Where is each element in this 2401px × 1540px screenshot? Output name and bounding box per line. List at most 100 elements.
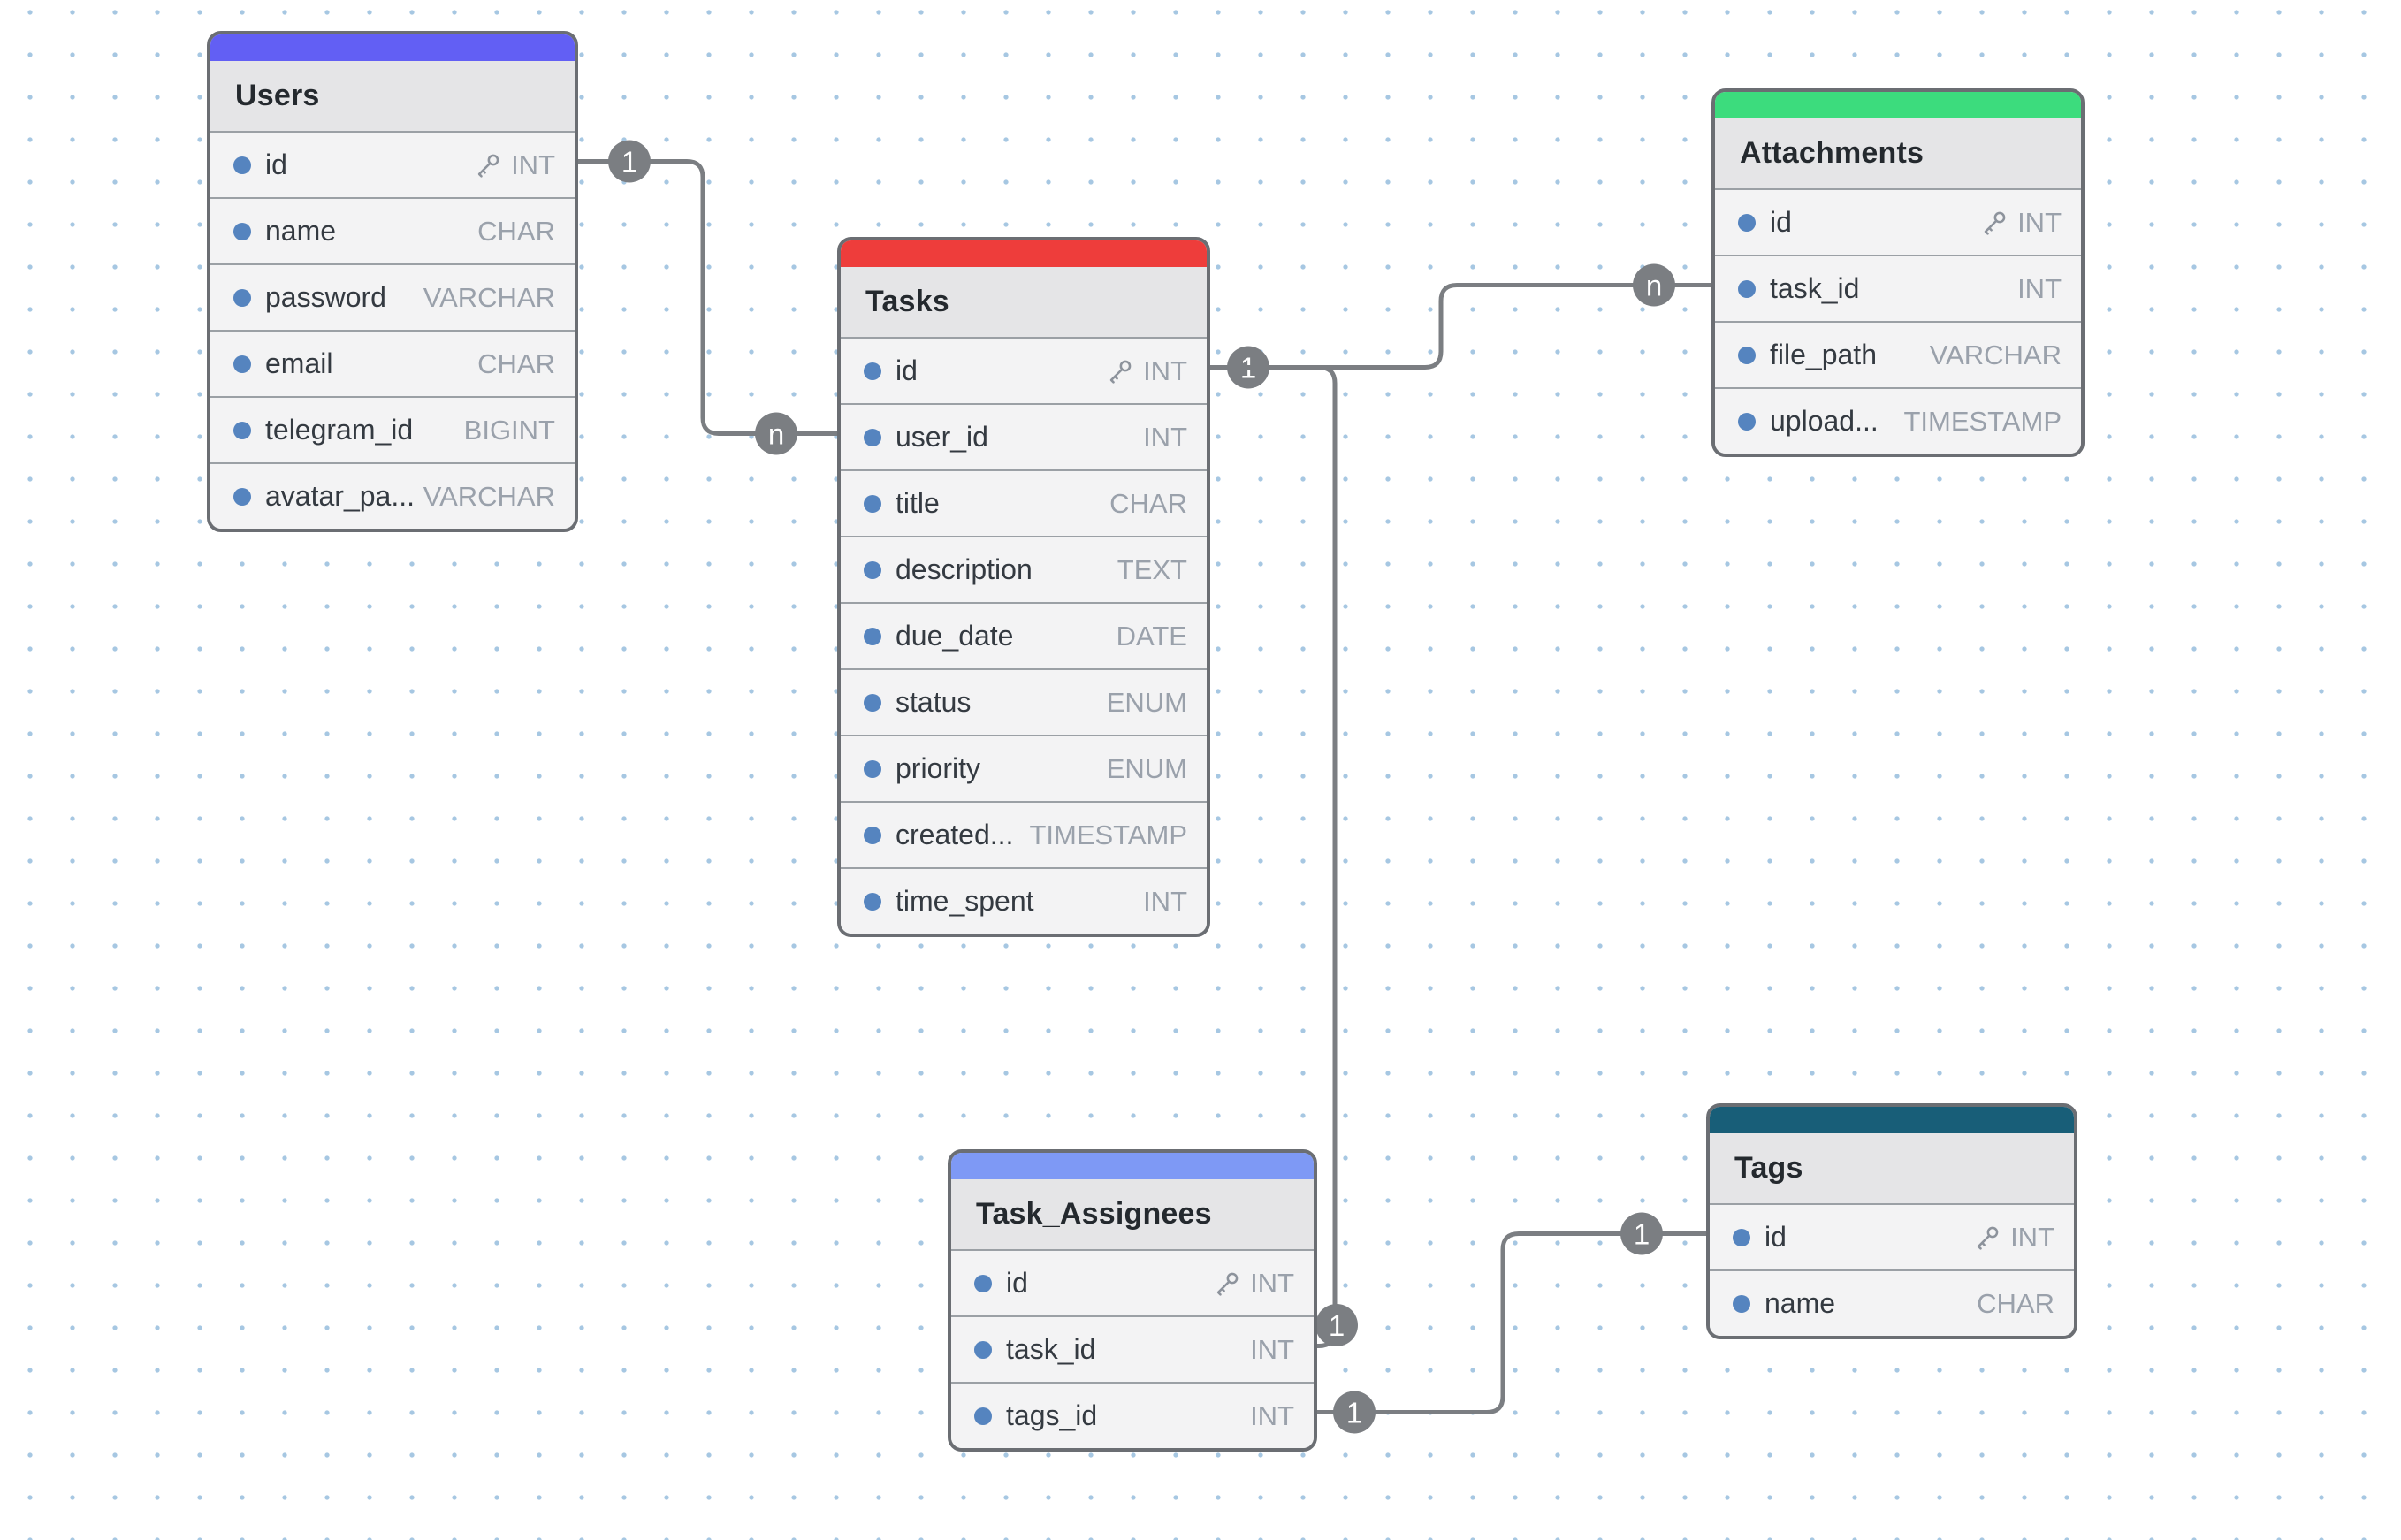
- field-row: avatar_pa...VARCHAR: [210, 462, 575, 529]
- cardinality-label: n: [1646, 269, 1662, 301]
- field-name: id: [1770, 206, 1792, 238]
- field-type: TIMESTAMP: [1903, 405, 2062, 437]
- field-type: INT: [1250, 1333, 1294, 1365]
- cardinality-badge: n: [1633, 263, 1675, 307]
- field-name: status: [896, 686, 972, 718]
- cardinality-bubble: [608, 140, 651, 183]
- field-dot-icon: [233, 156, 251, 174]
- table-title: Attachments: [1740, 136, 1925, 170]
- table-header: Task_Assignees: [951, 1179, 1314, 1249]
- table-accent-bar: [1710, 1107, 2074, 1133]
- field-name: title: [896, 487, 940, 519]
- field-name: due_date: [896, 620, 1014, 652]
- cardinality-bubble: [1633, 263, 1675, 307]
- field-type: INT: [2017, 206, 2062, 238]
- field-dot-icon: [864, 759, 881, 778]
- field-type: CHAR: [1109, 487, 1187, 519]
- cardinality-label: 1: [1329, 1309, 1345, 1342]
- field-name: name: [265, 215, 337, 247]
- relationship-line[interactable]: [1210, 283, 1711, 370]
- field-name: email: [265, 347, 333, 379]
- field-type: VARCHAR: [1929, 339, 2062, 370]
- field-type: INT: [1250, 1399, 1294, 1431]
- field-row: email CHAR: [210, 330, 575, 396]
- field-dot-icon: [1738, 213, 1756, 232]
- field-dot-icon: [233, 355, 251, 373]
- table-header: Tasks: [841, 267, 1207, 337]
- field-type: CHAR: [477, 347, 555, 379]
- field-type: INT: [1143, 421, 1187, 453]
- field-dot-icon: [864, 693, 881, 712]
- table-accent-bar: [210, 34, 575, 61]
- field-type: ENUM: [1106, 686, 1187, 718]
- field-name: time_spent: [896, 885, 1034, 917]
- field-type: INT: [1250, 1267, 1294, 1299]
- field-type: BIGINT: [463, 414, 555, 446]
- field-dot-icon: [1738, 279, 1756, 298]
- table-header: Attachments: [1715, 118, 2081, 188]
- field-dot-icon: [233, 288, 251, 307]
- field-type: INT: [2010, 1221, 2054, 1253]
- field-row: id INT: [841, 337, 1207, 403]
- field-type: CHAR: [1977, 1287, 2054, 1319]
- field-dot-icon: [233, 487, 251, 506]
- cardinality-bubble: [755, 412, 797, 455]
- relationship-line[interactable]: [1317, 1231, 1706, 1414]
- field-row: description TEXT: [841, 536, 1207, 602]
- field-row: id INT: [1715, 188, 2081, 255]
- primary-key-icon: [473, 150, 503, 180]
- cardinality-badge: 1: [608, 140, 651, 183]
- primary-key-icon: [1979, 208, 2009, 238]
- field-name: user_id: [896, 421, 988, 453]
- field-dot-icon: [1733, 1228, 1750, 1246]
- field-dot-icon: [864, 362, 881, 380]
- field-type: TEXT: [1117, 553, 1187, 585]
- primary-key-icon: [1972, 1223, 2002, 1253]
- table-accent-bar: [951, 1153, 1314, 1179]
- field-name: task_id: [1770, 272, 1860, 304]
- field-name: upload...: [1770, 405, 1879, 437]
- field-name: description: [896, 553, 1033, 585]
- field-name: id: [265, 149, 287, 180]
- table-header: Tags: [1710, 1133, 2074, 1203]
- table-header: Users: [210, 61, 575, 131]
- field-dot-icon: [864, 627, 881, 645]
- field-name: file_path: [1770, 339, 1877, 370]
- relationship-line[interactable]: [578, 159, 837, 436]
- field-type: ENUM: [1106, 752, 1187, 784]
- table-title: Tasks: [865, 285, 949, 318]
- field-type: INT: [1143, 355, 1187, 386]
- field-name: id: [896, 355, 918, 386]
- table-tags[interactable]: Tags id INT name CHAR: [1706, 1103, 2077, 1339]
- field-dot-icon: [864, 494, 881, 513]
- field-row: id INT: [1710, 1203, 2074, 1269]
- field-row: upload... TIMESTAMP: [1715, 387, 2081, 454]
- field-dot-icon: [974, 1340, 992, 1359]
- relationship-line[interactable]: [1210, 365, 1338, 1348]
- cardinality-label: n: [768, 417, 784, 450]
- field-row: name CHAR: [1710, 1269, 2074, 1336]
- field-row: title CHAR: [841, 469, 1207, 536]
- field-dot-icon: [1733, 1294, 1750, 1313]
- field-type: VARCHAR: [423, 281, 555, 313]
- cardinality-label: 1: [1634, 1217, 1650, 1250]
- primary-key-icon: [1212, 1269, 1242, 1299]
- field-dot-icon: [1738, 346, 1756, 364]
- field-dot-icon: [233, 421, 251, 439]
- field-name: id: [1765, 1221, 1787, 1253]
- field-name: name: [1765, 1287, 1836, 1319]
